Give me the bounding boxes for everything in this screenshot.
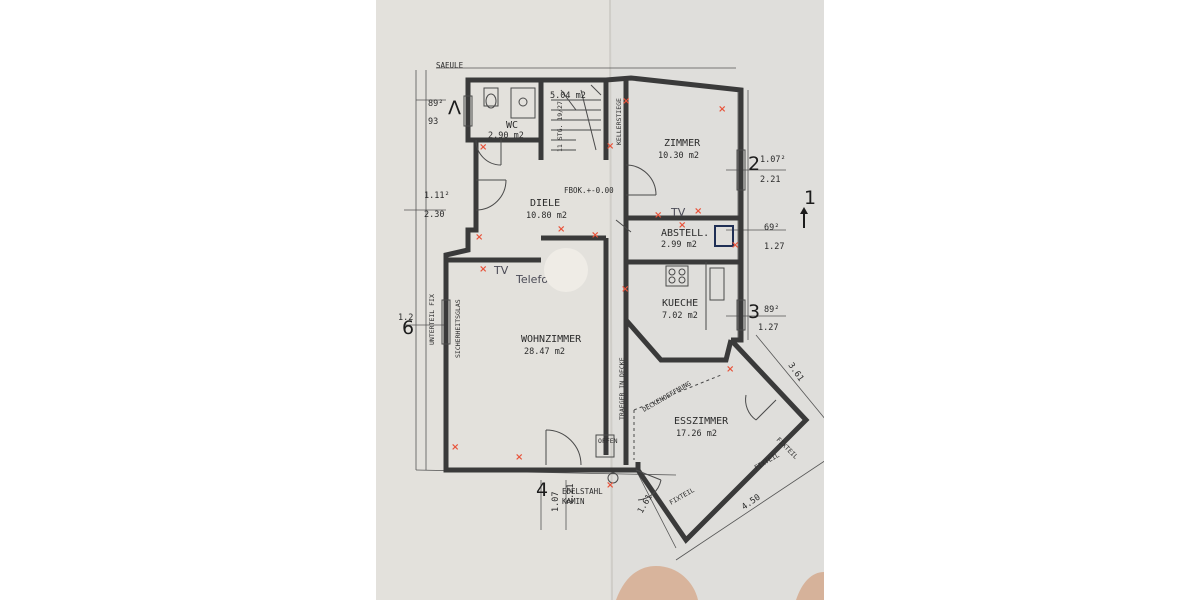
dim-107-bottom: 1.07 — [551, 492, 561, 512]
room-area-stair: 5.04 m2 — [550, 91, 586, 101]
handwritten-6: 6 — [402, 317, 414, 339]
dim-89-right: 89² — [764, 305, 779, 315]
room-area-diele: 10.80 m2 — [526, 211, 567, 221]
svg-text:×: × — [606, 141, 614, 152]
dim-12-left: 1.2 — [398, 313, 413, 323]
room-area-abstell: 2.99 m2 — [661, 240, 697, 250]
room-area-esszimmer: 17.26 m2 — [676, 429, 717, 439]
dim-127-a: 1.27 — [764, 242, 784, 252]
room-area-wohnzimmer: 28.47 m2 — [524, 347, 565, 357]
room-label-zimmer: ZIMMER — [664, 138, 701, 149]
label-stair-counts: 11 STG. 19/27 — [556, 101, 564, 152]
room-area-wc: 2.90 m2 — [488, 131, 524, 141]
svg-text:×: × — [678, 220, 686, 231]
label-sicherheitsglas: SICHERHEITSGLAS — [454, 299, 462, 358]
room-label-abstell: ABSTELL. — [661, 228, 709, 239]
svg-text:×: × — [606, 480, 614, 491]
correction-smudge — [544, 248, 588, 292]
svg-text:×: × — [515, 452, 523, 463]
dining-room-details — [595, 374, 722, 484]
thumb — [616, 566, 698, 600]
dim-69: 69² — [764, 223, 779, 233]
svg-text:×: × — [591, 230, 599, 241]
svg-text:×: × — [451, 442, 459, 453]
handwritten-3: 3 — [748, 301, 760, 323]
label-saeule: SAEULE — [436, 61, 464, 70]
svg-text:×: × — [654, 210, 662, 221]
label-fixteil-1: FIXTEIL — [753, 451, 781, 472]
kitchen-fixtures — [665, 265, 725, 301]
label-fbok: FBOK.+-0.00 — [564, 186, 614, 195]
dim-127-b: 1.27 — [758, 323, 778, 333]
label-unterteil-fix: UNTERTEIL FIX — [428, 294, 436, 345]
svg-text:×: × — [479, 142, 487, 153]
exterior-walls — [443, 75, 810, 544]
dim-93: 93 — [428, 117, 438, 127]
room-label-esszimmer: ESSZIMMER — [674, 416, 729, 427]
floor-plan-drawing: × × × × × × × × × × × × × × × × × × WC — [398, 0, 824, 600]
dim-221-bottom: 2.21 — [566, 484, 576, 504]
svg-text:×: × — [475, 232, 483, 243]
svg-text:×: × — [694, 206, 702, 217]
svg-text:×: × — [731, 240, 739, 251]
svg-text:×: × — [622, 96, 630, 107]
handwritten-4: 4 — [536, 479, 548, 501]
handwritten-2: 2 — [748, 153, 760, 175]
handwritten-tv-2: TV — [493, 264, 509, 277]
room-area-zimmer: 10.30 m2 — [658, 151, 699, 161]
dim-107: 1.07² — [760, 155, 786, 165]
dim-361: 3.61 — [786, 361, 806, 384]
svg-text:×: × — [479, 264, 487, 275]
windows — [441, 95, 746, 345]
doors — [475, 139, 777, 501]
dim-230: 2.30 — [424, 210, 444, 220]
finger — [796, 572, 824, 600]
label-deckenoeffnung: DECKENOEFFNUNG — [641, 379, 693, 413]
label-kellerstiege: KELLERSTIEGE — [615, 98, 623, 145]
label-kamin: KAMIN — [562, 497, 585, 506]
label-traeger: TRAEGER IN DECKE — [618, 357, 626, 420]
floor-plan-sheet: × × × × × × × × × × × × × × × × × × WC — [376, 0, 824, 600]
handwritten-tv-1: TV — [670, 206, 686, 219]
arrow-up-icon — [800, 207, 808, 228]
wc-fixtures — [483, 87, 536, 119]
room-label-wohnzimmer: WOHNZIMMER — [521, 334, 582, 345]
dim-111: 1.11² — [424, 191, 450, 201]
label-offen: OFFEN — [598, 437, 618, 445]
dim-161: 1.61 — [636, 493, 655, 516]
handwritten-1: 1 — [804, 187, 816, 209]
label-fixteil-2: FIXTEIL — [668, 486, 696, 507]
room-label-kueche: KUECHE — [662, 298, 698, 309]
handwritten-lambda: Λ — [448, 97, 461, 119]
fold-line — [609, 0, 613, 600]
staircase — [551, 84, 602, 151]
interior-walls — [446, 80, 741, 465]
dim-89-top: 89² — [428, 99, 443, 109]
svg-text:×: × — [718, 104, 726, 115]
room-area-kueche: 7.02 m2 — [662, 311, 698, 321]
svg-text:×: × — [621, 284, 629, 295]
dim-221-right: 2.21 — [760, 175, 780, 185]
svg-text:×: × — [726, 364, 734, 375]
svg-text:×: × — [557, 224, 565, 235]
label-edelstahl: EDELSTAHL — [562, 487, 603, 496]
room-label-wc: WC — [506, 120, 518, 131]
room-label-diele: DIELE — [530, 198, 560, 209]
